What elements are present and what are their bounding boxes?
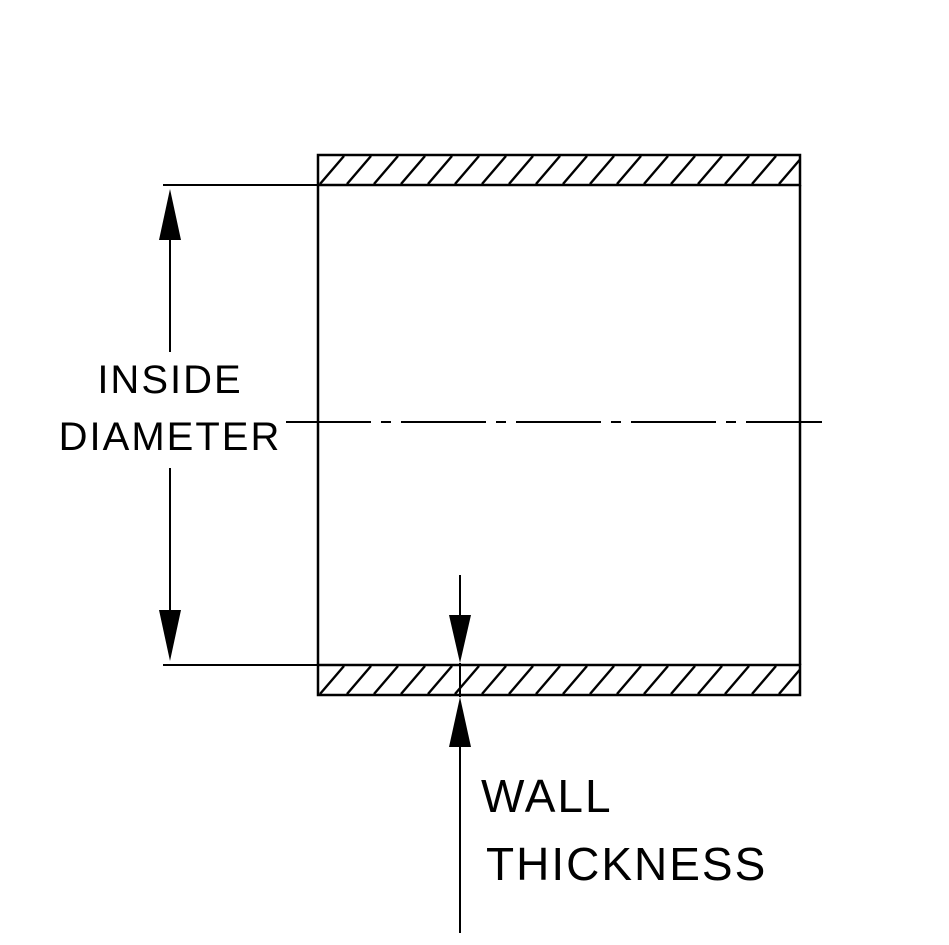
up-arrowhead-icon (159, 189, 181, 240)
tube-cross-section (286, 153, 822, 697)
inside-diameter-label-line1: INSIDE (97, 358, 242, 402)
wall-thickness-dimension: WALL THICKNESS (449, 575, 767, 933)
wall-thickness-label-line1: WALL (481, 770, 613, 822)
wall-thickness-up-arrowhead-icon (449, 697, 471, 747)
bottom-wall-hatch (316, 663, 802, 697)
wall-thickness-label-line2: THICKNESS (486, 838, 767, 890)
inside-diameter-dimension: INSIDE DIAMETER (59, 184, 318, 666)
top-wall-hatch (316, 153, 802, 187)
inside-diameter-label-line2: DIAMETER (59, 415, 282, 459)
down-arrowhead-icon (159, 610, 181, 661)
wall-thickness-down-arrowhead-icon (449, 615, 471, 663)
